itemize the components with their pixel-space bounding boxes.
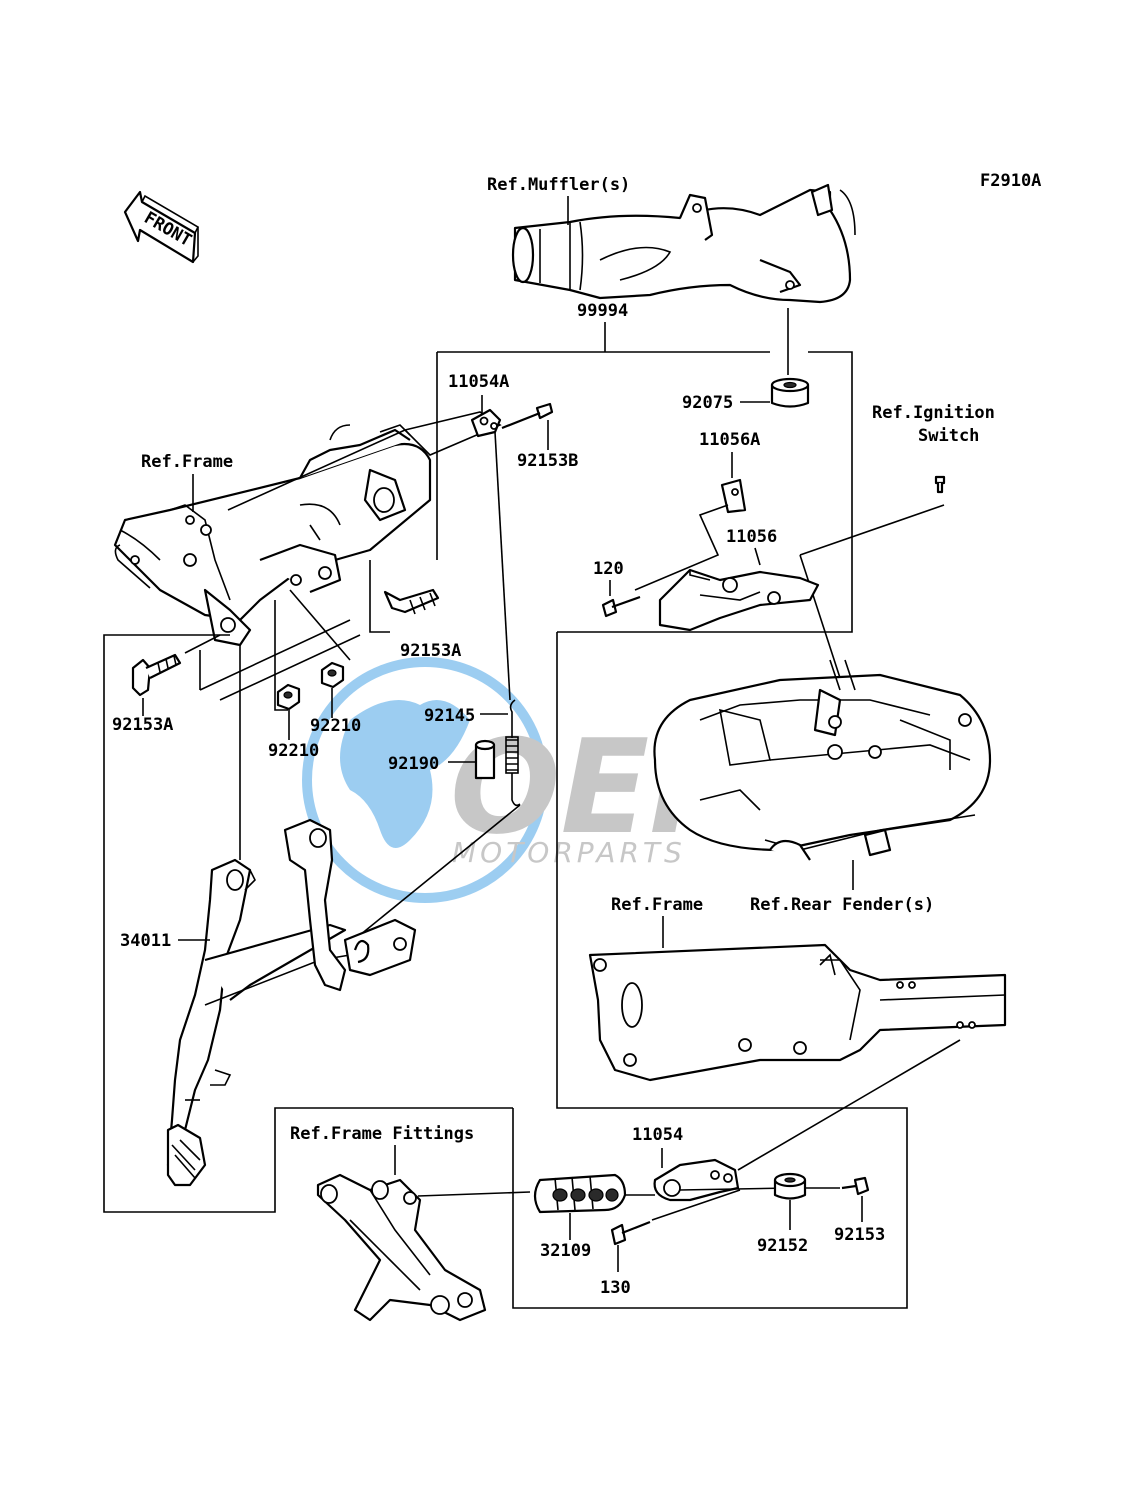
bracket-99994 (436, 322, 853, 633)
diagram-code: F2910A (980, 171, 1041, 191)
ref-ignition-label-line2: Switch (918, 426, 979, 446)
part-11056A-label: 11056A (699, 430, 760, 450)
part-34011-side-stand (166, 818, 417, 1187)
part-11056A-bracket (720, 478, 747, 514)
part-92153-bolt (841, 1176, 870, 1196)
frame-reference-part (113, 424, 432, 647)
part-92075-label: 92075 (682, 393, 733, 413)
part-92153A-left-label: 92153A (112, 715, 173, 735)
ref-ignition-label-line1: Ref.Ignition (872, 403, 995, 423)
part-11054A-plate (470, 408, 502, 438)
part-99994-label: 99994 (577, 301, 628, 321)
bracket-right (512, 631, 908, 1309)
frame-right-reference-part (588, 943, 1007, 1082)
part-92145-label: 92145 (424, 706, 475, 726)
watermark-globe-continent (340, 700, 470, 848)
part-92190-label: 92190 (388, 754, 439, 774)
part-34011-label: 34011 (120, 931, 171, 951)
part-92153A-center-bolt (383, 588, 440, 615)
part-92145-spring (505, 699, 521, 807)
part-11054-label: 11054 (632, 1125, 683, 1145)
part-120-label: 120 (593, 559, 624, 579)
frame-fittings-reference-part (316, 1173, 487, 1322)
part-130-bolt (610, 1220, 651, 1246)
ref-frame-top-label: Ref.Frame (141, 452, 233, 472)
bracket-left (103, 634, 513, 1213)
muffler-reference-part (511, 183, 856, 304)
part-92152-label: 92152 (757, 1236, 808, 1256)
part-92075-rubber-damper (770, 377, 810, 408)
ignition-switch-bolt (934, 475, 946, 494)
part-11054-footpeg-bracket (653, 1158, 740, 1202)
part-32109-label: 32109 (540, 1241, 591, 1261)
part-92153-label: 92153 (834, 1225, 885, 1245)
part-92153A-center-label: 92153A (400, 641, 461, 661)
part-92153B-label: 92153B (517, 451, 578, 471)
part-11056-label: 11056 (726, 527, 777, 547)
ref-muffler-label: Ref.Muffler(s) (487, 175, 630, 195)
watermark-tagline: MOTORPARTS (452, 836, 686, 869)
part-92153A-left-bolt (131, 653, 182, 697)
part-11054A-label: 11054A (448, 372, 509, 392)
ref-frame-fittings-label: Ref.Frame Fittings (290, 1124, 474, 1144)
part-120-bolt (601, 595, 641, 618)
rear-fender-reference-part (653, 659, 992, 861)
front-direction-arrow-icon: FRONT (123, 190, 200, 264)
part-92210-nut-b (276, 683, 301, 711)
part-32109-footpeg-rubber (533, 1173, 655, 1214)
part-11056-bracket (658, 568, 820, 632)
part-130-label: 130 (600, 1278, 631, 1298)
part-92152-washer (773, 1172, 807, 1200)
ref-frame-right-label: Ref.Frame (611, 895, 703, 915)
part-92190-collar (474, 739, 496, 780)
ref-rear-fender-label: Ref.Rear Fender(s) (750, 895, 934, 915)
part-92210-label-b: 92210 (268, 741, 319, 761)
part-92210-label-a: 92210 (310, 716, 361, 736)
part-92153B-bolt (501, 402, 554, 430)
part-92210-nut-a (320, 661, 345, 689)
watermark-globe-ring (302, 657, 548, 903)
